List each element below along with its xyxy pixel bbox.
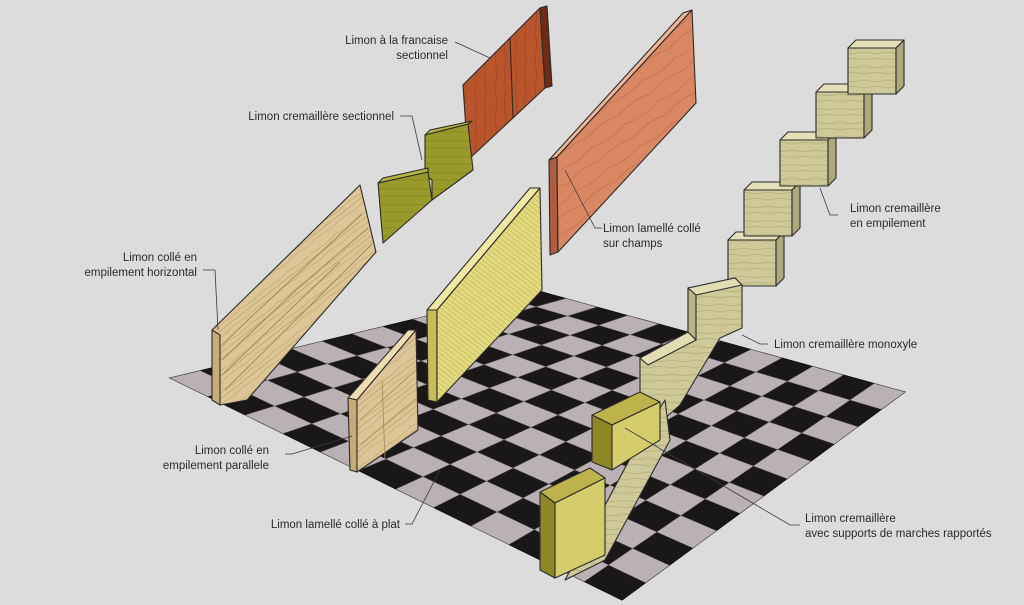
label-line: Limon cremaillère [850, 203, 941, 215]
label-line: Limon à la francaise [345, 35, 448, 47]
stringer-francaise-sectionnel [462, 5, 553, 161]
floor-tile [786, 366, 844, 391]
label-cremaillere-supports: Limon cremaillère avec supports de march… [805, 513, 992, 540]
label-line: Limon lamellé collé [603, 223, 701, 235]
floor-tile [849, 383, 906, 410]
label-colle-parallele: Limon collé en empilement parallele [163, 445, 269, 472]
leader-lines [203, 41, 838, 526]
label-line: empilement parallele [163, 460, 269, 472]
label-line: avec supports de marches rapportés [805, 528, 992, 540]
label-line: Limon collé en [195, 445, 269, 457]
label-cremaillere-empilement: Limon cremaillère en empilement [850, 203, 941, 230]
label-colle-horizontal: Limon collé en empilement horizontal [84, 252, 197, 279]
step-block-side [791, 181, 801, 237]
label-line: sur champs [603, 238, 663, 250]
step-block-side [827, 131, 837, 187]
floor-tile [801, 416, 859, 445]
label-line: sectionnel [396, 50, 448, 62]
label-cremaillere-monoxyle: Limon cremaillère monoxyle [774, 339, 917, 351]
floor-tile [608, 548, 670, 583]
label-line: en empilement [850, 218, 926, 230]
label-line: empilement horizontal [84, 267, 197, 279]
step-block-top [847, 39, 905, 49]
stringer-lamelle-plat [426, 187, 543, 403]
step-block-front [847, 47, 897, 95]
label-francaise-sectionnel: Limon à la francaise sectionnel [345, 35, 448, 62]
floor-tile [535, 298, 598, 317]
label-line: Limon cremaillère sectionnel [248, 111, 394, 123]
stringer-cremaillere-supports [539, 391, 671, 581]
floor-tile [656, 515, 717, 549]
label-lamelle-champs: Limon lamellé collé sur champs [603, 223, 701, 250]
step-block-front [779, 139, 829, 187]
step-block-front [743, 189, 793, 237]
stringer-cremaillere-empilement [727, 39, 905, 287]
stringer-colle-empilement-horizontal [211, 184, 377, 406]
label-line: Limon cremaillère [805, 513, 896, 525]
label-line: Limon cremaillère monoxyle [774, 339, 917, 351]
floor-tile [597, 315, 660, 335]
floor-tile [704, 482, 765, 514]
label-cremaillere-sectionnel: Limon cremaillère sectionnel [248, 111, 394, 123]
stringer-cremaillere-sectionnel [377, 120, 474, 244]
label-line: Limon collé en [123, 252, 197, 264]
step-block-side [775, 231, 785, 287]
floor-tile [752, 449, 812, 479]
step-block-side [895, 39, 905, 95]
label-lamelle-plat: Limon lamellé collé à plat [271, 519, 401, 531]
floor-tile [723, 349, 783, 373]
stringer-colle-empilement-parallele [347, 329, 419, 473]
stringer-lamelle-champs [548, 9, 697, 256]
label-line: Limon lamellé collé à plat [271, 519, 401, 531]
step-block-front [815, 91, 865, 139]
